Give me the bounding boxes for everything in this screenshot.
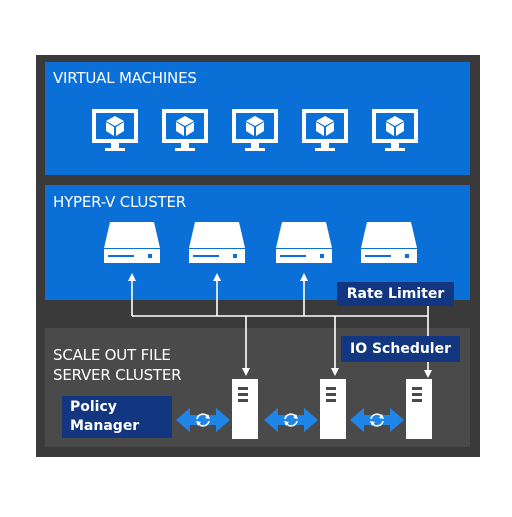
hyperv-panel-title: HYPER-V CLUSTER [53, 193, 186, 211]
sofs-title-line2: SERVER CLUSTER [53, 366, 182, 384]
vm-icon-4 [302, 109, 348, 151]
vm-panel-title: VIRTUAL MACHINES [53, 69, 197, 87]
cube-icon [106, 116, 124, 136]
arrowhead-down-3 [424, 370, 432, 378]
arrowhead-up-2 [213, 273, 221, 281]
vm-icon-5 [372, 109, 418, 151]
cube-icon [316, 116, 334, 136]
sync-arrow-server2-to-server3 [350, 408, 404, 432]
file-server-icon-3 [406, 379, 432, 439]
cube-icon [176, 116, 194, 136]
hyperv-host-icon-2 [189, 222, 245, 263]
vm-icon-1 [92, 109, 138, 151]
sofs-panel-title: SCALE OUT FILE SERVER CLUSTER [53, 345, 182, 385]
io-scheduler-label: IO Scheduler [341, 336, 460, 362]
hyperv-host-icon-3 [276, 222, 332, 263]
sync-arrow-server1-to-server2 [264, 408, 318, 432]
cube-icon [386, 116, 404, 136]
vm-icon-3 [232, 109, 278, 151]
cube-icon [246, 116, 264, 136]
file-server-icon-1 [232, 379, 258, 439]
arrowhead-down-2 [331, 368, 339, 376]
vm-icon-2 [162, 109, 208, 151]
arrowhead-up-1 [128, 273, 136, 281]
policy-manager-line2: Manager [70, 418, 140, 434]
file-server-icon-2 [320, 379, 346, 439]
policy-manager-line1: Policy [70, 399, 117, 415]
policy-manager-label: Policy Manager [62, 396, 172, 438]
arrowhead-up-3 [300, 273, 308, 281]
hyperv-host-icon-4 [361, 222, 417, 263]
sofs-title-line1: SCALE OUT FILE [53, 346, 171, 364]
arrowhead-down-1 [242, 368, 250, 376]
rate-limiter-label: Rate Limiter [337, 282, 454, 306]
sync-arrow-policy-to-server1 [176, 408, 230, 432]
connector-arrowheads [128, 273, 432, 378]
hyperv-host-icon-1 [104, 222, 160, 263]
